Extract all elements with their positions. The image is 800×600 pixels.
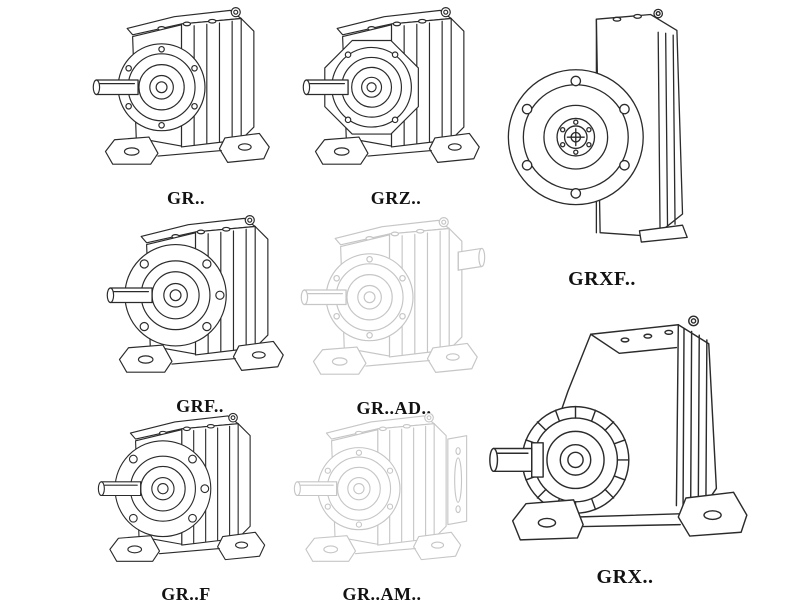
product-figure-grf: GRF.. — [102, 212, 298, 417]
product-label-gr: GR.. — [167, 188, 205, 208]
product-figure-gr-am: GR..AM.. — [288, 410, 476, 600]
product-label-gr-am: GR..AM.. — [342, 584, 422, 600]
product-label-grx: GRX.. — [596, 566, 654, 588]
gr-f-drawing — [96, 410, 276, 581]
gr-drawing — [91, 4, 281, 185]
grx-drawing — [482, 300, 768, 557]
gr-ad-drawing — [299, 214, 489, 395]
product-figure-gr-ad: GR..AD.. — [296, 214, 492, 419]
product-label-grxf: GRXF.. — [568, 268, 636, 290]
product-label-grz: GRZ.. — [370, 188, 422, 208]
product-figure-grz: GRZ.. — [296, 4, 496, 209]
product-label-gr-ad: GR..AD.. — [356, 398, 432, 418]
grf-drawing — [105, 212, 295, 393]
grz-drawing — [301, 4, 491, 185]
product-figure-gr: GR.. — [88, 4, 284, 209]
grxf-drawing — [499, 6, 705, 259]
product-figure-gr-f: GR..F — [92, 410, 280, 600]
product-figure-grx: GRX.. — [480, 300, 770, 589]
product-label-grf: GRF.. — [176, 396, 224, 416]
product-figure-grxf: GRXF.. — [496, 6, 708, 291]
product-label-gr-f: GR..F — [161, 584, 211, 600]
gr-am-drawing — [292, 410, 472, 581]
